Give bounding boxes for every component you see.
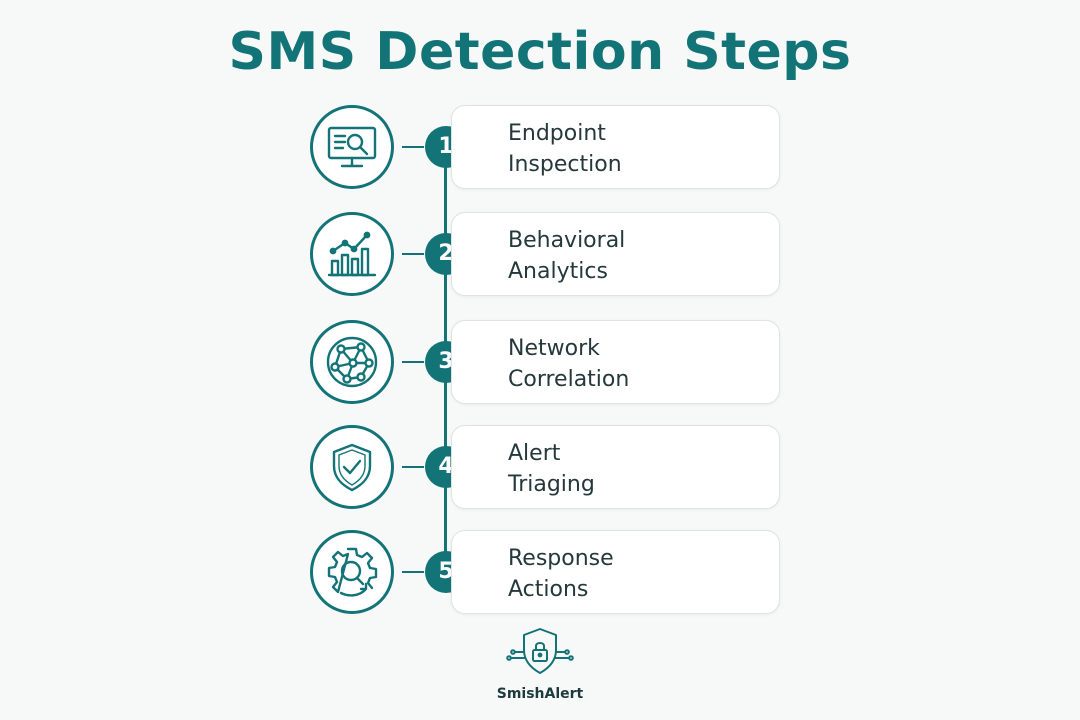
shield-lock-circuit-icon [506,628,574,674]
page-title: SMS Detection Steps [228,22,852,82]
step-card: Alert Triaging [451,425,780,509]
shield-check-icon [310,425,394,509]
step-title-line1: Alert [508,441,561,466]
step-title-line1: Endpoint [508,121,606,146]
bar-chart-trend-icon [310,212,394,296]
step-title-line2: Analytics [508,259,608,284]
step-title-line2: Triaging [508,472,595,497]
connector-line [402,146,424,148]
connector-line [402,253,424,255]
brand-name: SmishAlert [496,686,584,702]
step-title-line2: Inspection [508,152,622,177]
step-title-line1: Behavioral [508,228,626,253]
step-title-line2: Correlation [508,367,630,392]
monitor-magnifier-icon [310,105,394,189]
brand-logo: SmishAlert [0,626,1080,702]
step-3: 3 Network Correlation [0,320,1080,420]
network-globe-icon [310,320,394,404]
step-title-line1: Response [508,546,614,571]
step-1: 1 Endpoint Inspection [0,105,1080,205]
step-card: Endpoint Inspection [451,105,780,189]
step-card: Response Actions [451,530,780,614]
connector-line [402,361,424,363]
gear-magnifier-icon [310,530,394,614]
step-title-line2: Actions [508,577,589,602]
step-card: Behavioral Analytics [451,212,780,296]
step-4: 4 Alert Triaging [0,425,1080,525]
connector-line [402,571,424,573]
step-card: Network Correlation [451,320,780,404]
connector-line [402,466,424,468]
step-2: 2 Behavioral Analytics [0,212,1080,312]
step-5: 5 Response Actions [0,530,1080,630]
step-title-line1: Network [508,336,600,361]
